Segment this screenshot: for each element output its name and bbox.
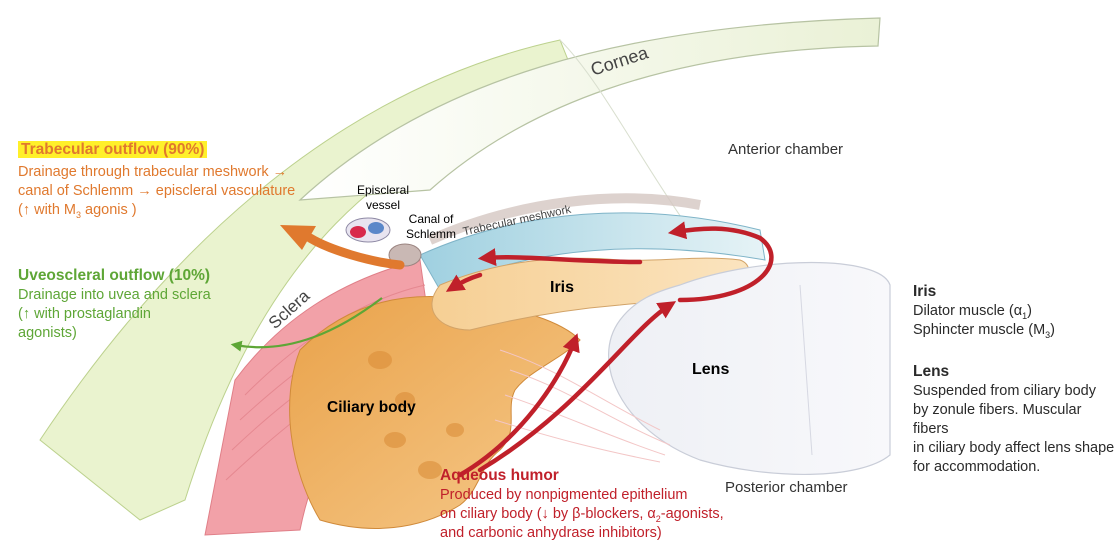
trabecular-band (427, 193, 701, 245)
lens-edge (799, 284, 813, 456)
uveoscleral-line1: Drainage into uvea and sclera (18, 287, 211, 303)
uveoscleral-line3: agonists) (18, 325, 77, 341)
posterior-chamber-label: Posterior chamber (725, 479, 848, 496)
iris-info-title: Iris (913, 283, 937, 300)
uveoscleral-outflow-title: Uveoscleral outflow (10%) (18, 267, 211, 284)
uveoscleral-outflow-arrow (230, 297, 383, 352)
trabecular-line2: canal of Schlemm → episcleral vasculatur… (18, 183, 296, 199)
aqueous-line3: and carbonic anhydrase inhibitors) (440, 525, 662, 541)
episcleral-vessel-label: Episcleral vessel (357, 183, 409, 213)
lens-info-line3: in ciliary body affect lens shape (913, 440, 1115, 456)
lens-info-line4: for accommodation. (913, 459, 1041, 475)
aqueous-line2: on ciliary body (↓ by β-blockers, α2-ago… (440, 506, 724, 524)
ciliary-body-label: Ciliary body (327, 399, 416, 416)
trabecular-outflow-arrow (305, 233, 405, 270)
aqueous-line1: Produced by nonpigmented epithelium (440, 487, 688, 503)
lens-label: Lens (692, 361, 730, 378)
iris-sphincter-line: Sphincter muscle (M3) (913, 322, 1056, 340)
arrow-icon (280, 225, 316, 250)
episcleral-label-line2: vessel (366, 198, 401, 212)
canal-label-line2: Schlemm (406, 227, 457, 241)
episcleral-label-line1: Episcleral (357, 183, 410, 197)
aqueous-humor-arrows (445, 221, 774, 478)
trabecular-line1: Drainage through trabecular meshwork → (18, 164, 288, 180)
uveoscleral-outflow-callout: Uveoscleral outflow (10%) Drainage into … (18, 266, 211, 343)
trabecular-line3: (↑ with M3 agonis ) (18, 202, 137, 220)
lens-info-line1: Suspended from ciliary body (913, 383, 1096, 399)
trabecular-outflow-callout: Trabecular outflow (90%) Drainage throug… (18, 140, 295, 220)
trabecular-outflow-title: Trabecular outflow (90%) (18, 141, 208, 158)
lens-info-line2: by zonule fibers. Muscular fibers (913, 402, 1082, 437)
lens-region (608, 261, 891, 476)
aqueous-humor-callout: Aqueous humor Produced by nonpigmented e… (440, 466, 724, 543)
uveoscleral-line2: (↑ with prostaglandin (18, 306, 151, 322)
iris-info-callout: Iris Dilator muscle (α1) Sphincter muscl… (913, 282, 1055, 340)
canal-label-line1: Canal of (408, 212, 454, 226)
episcleral-vessel-shape (345, 217, 391, 243)
iris-label: Iris (550, 279, 575, 296)
anterior-chamber-label: Anterior chamber (728, 141, 844, 158)
lens-info-title: Lens (913, 363, 950, 380)
lens-info-callout: Lens Suspended from ciliary body by zonu… (913, 362, 1119, 477)
iris-dilator-line: Dilator muscle (α1) (913, 303, 1032, 321)
ciliary-processes (368, 351, 464, 479)
aqueous-humor-title: Aqueous humor (440, 467, 559, 484)
canal-of-schlemm-label: Canal of Schlemm (406, 212, 456, 242)
cornea-region (298, 17, 881, 201)
